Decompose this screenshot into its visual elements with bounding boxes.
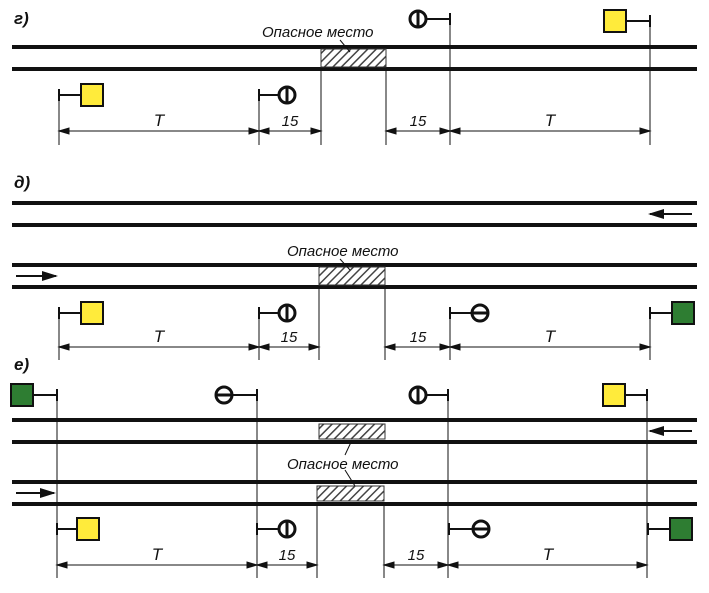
leader-line [339, 39, 351, 53]
square-signal-icon [603, 9, 651, 33]
danger-label: Опасное место [287, 456, 399, 473]
panel-g-label: г) [14, 9, 29, 28]
leader-line [339, 258, 351, 271]
extension-lines [58, 287, 651, 360]
dim-15: 15 [408, 547, 425, 564]
dim-t: Т [543, 545, 555, 564]
danger-label: Опасное место [287, 243, 399, 260]
arrow-icon [648, 209, 692, 219]
shield-stop-icon [258, 303, 297, 323]
panel-d: д) Опасное место [12, 173, 697, 360]
panel-d-label: д) [14, 173, 31, 192]
dimension-lines [57, 127, 652, 135]
dim-t: Т [545, 111, 557, 130]
square-signal-icon [649, 301, 695, 325]
dim-15: 15 [281, 329, 298, 346]
extension-lines [58, 25, 651, 145]
square-signal-icon [602, 383, 648, 407]
shield-caution-icon [448, 519, 491, 539]
dim-t: Т [545, 327, 557, 346]
square-signal-icon [647, 517, 693, 541]
square-signal-icon [56, 517, 100, 541]
danger-zone [318, 266, 386, 286]
dimension-lines [57, 343, 652, 351]
arrow-icon [16, 271, 58, 281]
panel-g: г) Опасное место [12, 9, 697, 145]
shield-caution-icon [214, 385, 258, 405]
shield-stop-icon [256, 519, 297, 539]
arrow-icon [16, 488, 56, 498]
danger-zone [316, 485, 385, 502]
dim-t: Т [152, 545, 164, 564]
square-signal-icon [58, 301, 104, 325]
danger-zone [320, 48, 387, 68]
arrow-icon [648, 426, 692, 436]
square-signal-icon [10, 383, 58, 407]
dimension-lines [55, 561, 649, 569]
extension-lines [56, 401, 648, 578]
danger-label: Опасное место [262, 24, 374, 41]
panel-e-label: е) [14, 355, 29, 374]
panel-e: е) Опасно [10, 355, 697, 578]
dim-15: 15 [279, 547, 296, 564]
leader-line [344, 439, 353, 456]
dim-15: 15 [410, 113, 427, 130]
shield-stop-icon [258, 85, 297, 105]
dim-t: Т [154, 111, 166, 130]
dim-t: Т [154, 327, 166, 346]
shield-stop-icon [408, 385, 449, 405]
square-signal-icon [58, 83, 104, 107]
dim-15: 15 [282, 113, 299, 130]
shield-caution-icon [449, 303, 490, 323]
dim-15: 15 [410, 329, 427, 346]
shield-stop-icon [408, 9, 451, 29]
danger-zone [318, 423, 386, 440]
